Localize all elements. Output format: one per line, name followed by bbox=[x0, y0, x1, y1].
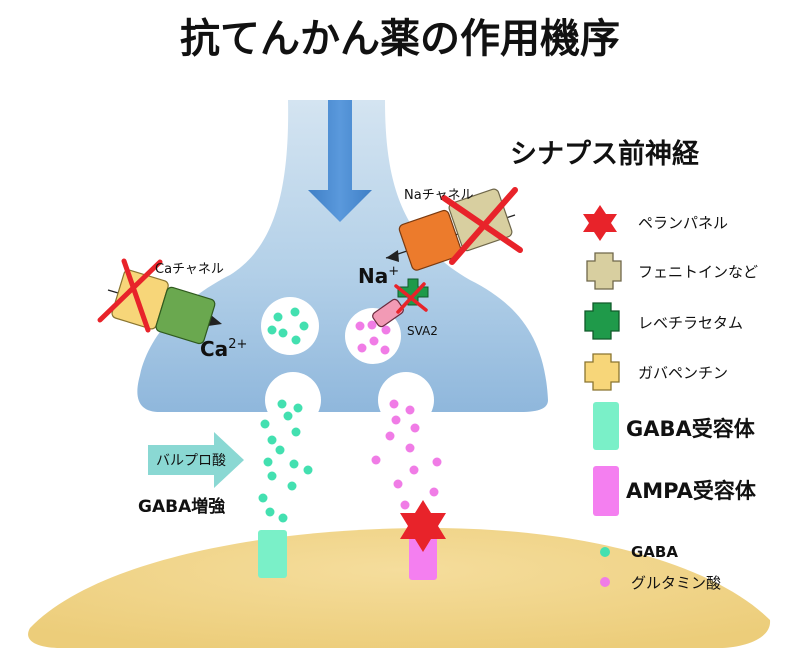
na-ion-label: Na+ bbox=[358, 264, 399, 288]
ca-channel bbox=[97, 258, 222, 345]
glutamate-release-vesicle bbox=[378, 372, 434, 428]
glutamate-release-molecules bbox=[371, 399, 442, 520]
na-channel bbox=[385, 187, 523, 271]
ca-ion-label: Ca2+ bbox=[200, 337, 247, 361]
ampa-receptor bbox=[409, 533, 437, 580]
perampanel-star-icon bbox=[400, 500, 446, 552]
legend-label-gabapentin: ガバペンチン bbox=[638, 364, 728, 382]
gaba-enhance-label: GABA増強 bbox=[138, 496, 225, 517]
legend-beige-cross-icon bbox=[586, 252, 622, 290]
legend: ペランパネル フェニトインなど レベチラセタム ガバペンチン GABA受容体 A… bbox=[583, 205, 758, 592]
gaba-molecules bbox=[267, 307, 309, 345]
legend-label-perampanel: ペランパネル bbox=[638, 214, 728, 232]
gaba-release-vesicle bbox=[265, 372, 321, 428]
ca-block-cross-icon bbox=[97, 258, 163, 333]
page-title: 抗てんかん薬の作用機序 bbox=[180, 16, 620, 62]
legend-label-gaba-receptor: GABA受容体 bbox=[626, 417, 756, 441]
legend-yellow-cross-icon bbox=[584, 353, 620, 391]
legend-label-levetiracetam: レベチラセタム bbox=[638, 314, 743, 332]
legend-mint-rect-icon bbox=[593, 402, 619, 450]
valproate-arrow bbox=[148, 432, 244, 488]
postsynaptic-neuron bbox=[28, 528, 771, 648]
legend-pink-rect-icon bbox=[593, 466, 619, 516]
na-block-cross-icon bbox=[441, 187, 523, 265]
legend-label-gaba: GABA bbox=[631, 543, 678, 561]
ca-channel-label: Caチャネル bbox=[155, 262, 224, 277]
presynaptic-neuron bbox=[137, 100, 548, 412]
na-channel-label: Naチャネル bbox=[404, 188, 474, 203]
gaba-release-molecules bbox=[258, 399, 313, 523]
legend-mint-dot-icon bbox=[600, 547, 610, 557]
gaba-vesicle bbox=[261, 297, 319, 355]
legend-pink-dot-icon bbox=[600, 577, 610, 587]
valproate-label: バルプロ酸 bbox=[156, 453, 226, 469]
sva2-protein bbox=[372, 278, 429, 328]
gaba-receptor bbox=[258, 530, 287, 578]
legend-star-icon bbox=[583, 205, 617, 241]
presynaptic-label: シナプス前神経 bbox=[510, 138, 700, 170]
glutamate-molecules bbox=[355, 320, 391, 355]
legend-green-cross-icon bbox=[584, 302, 620, 340]
legend-label-glutamate: グルタミン酸 bbox=[631, 574, 721, 592]
sva2-label: SVA2 bbox=[407, 324, 438, 338]
legend-label-ampa-receptor: AMPA受容体 bbox=[626, 479, 757, 503]
signal-arrow bbox=[308, 100, 372, 222]
legend-label-phenytoin: フェニトインなど bbox=[638, 263, 758, 281]
